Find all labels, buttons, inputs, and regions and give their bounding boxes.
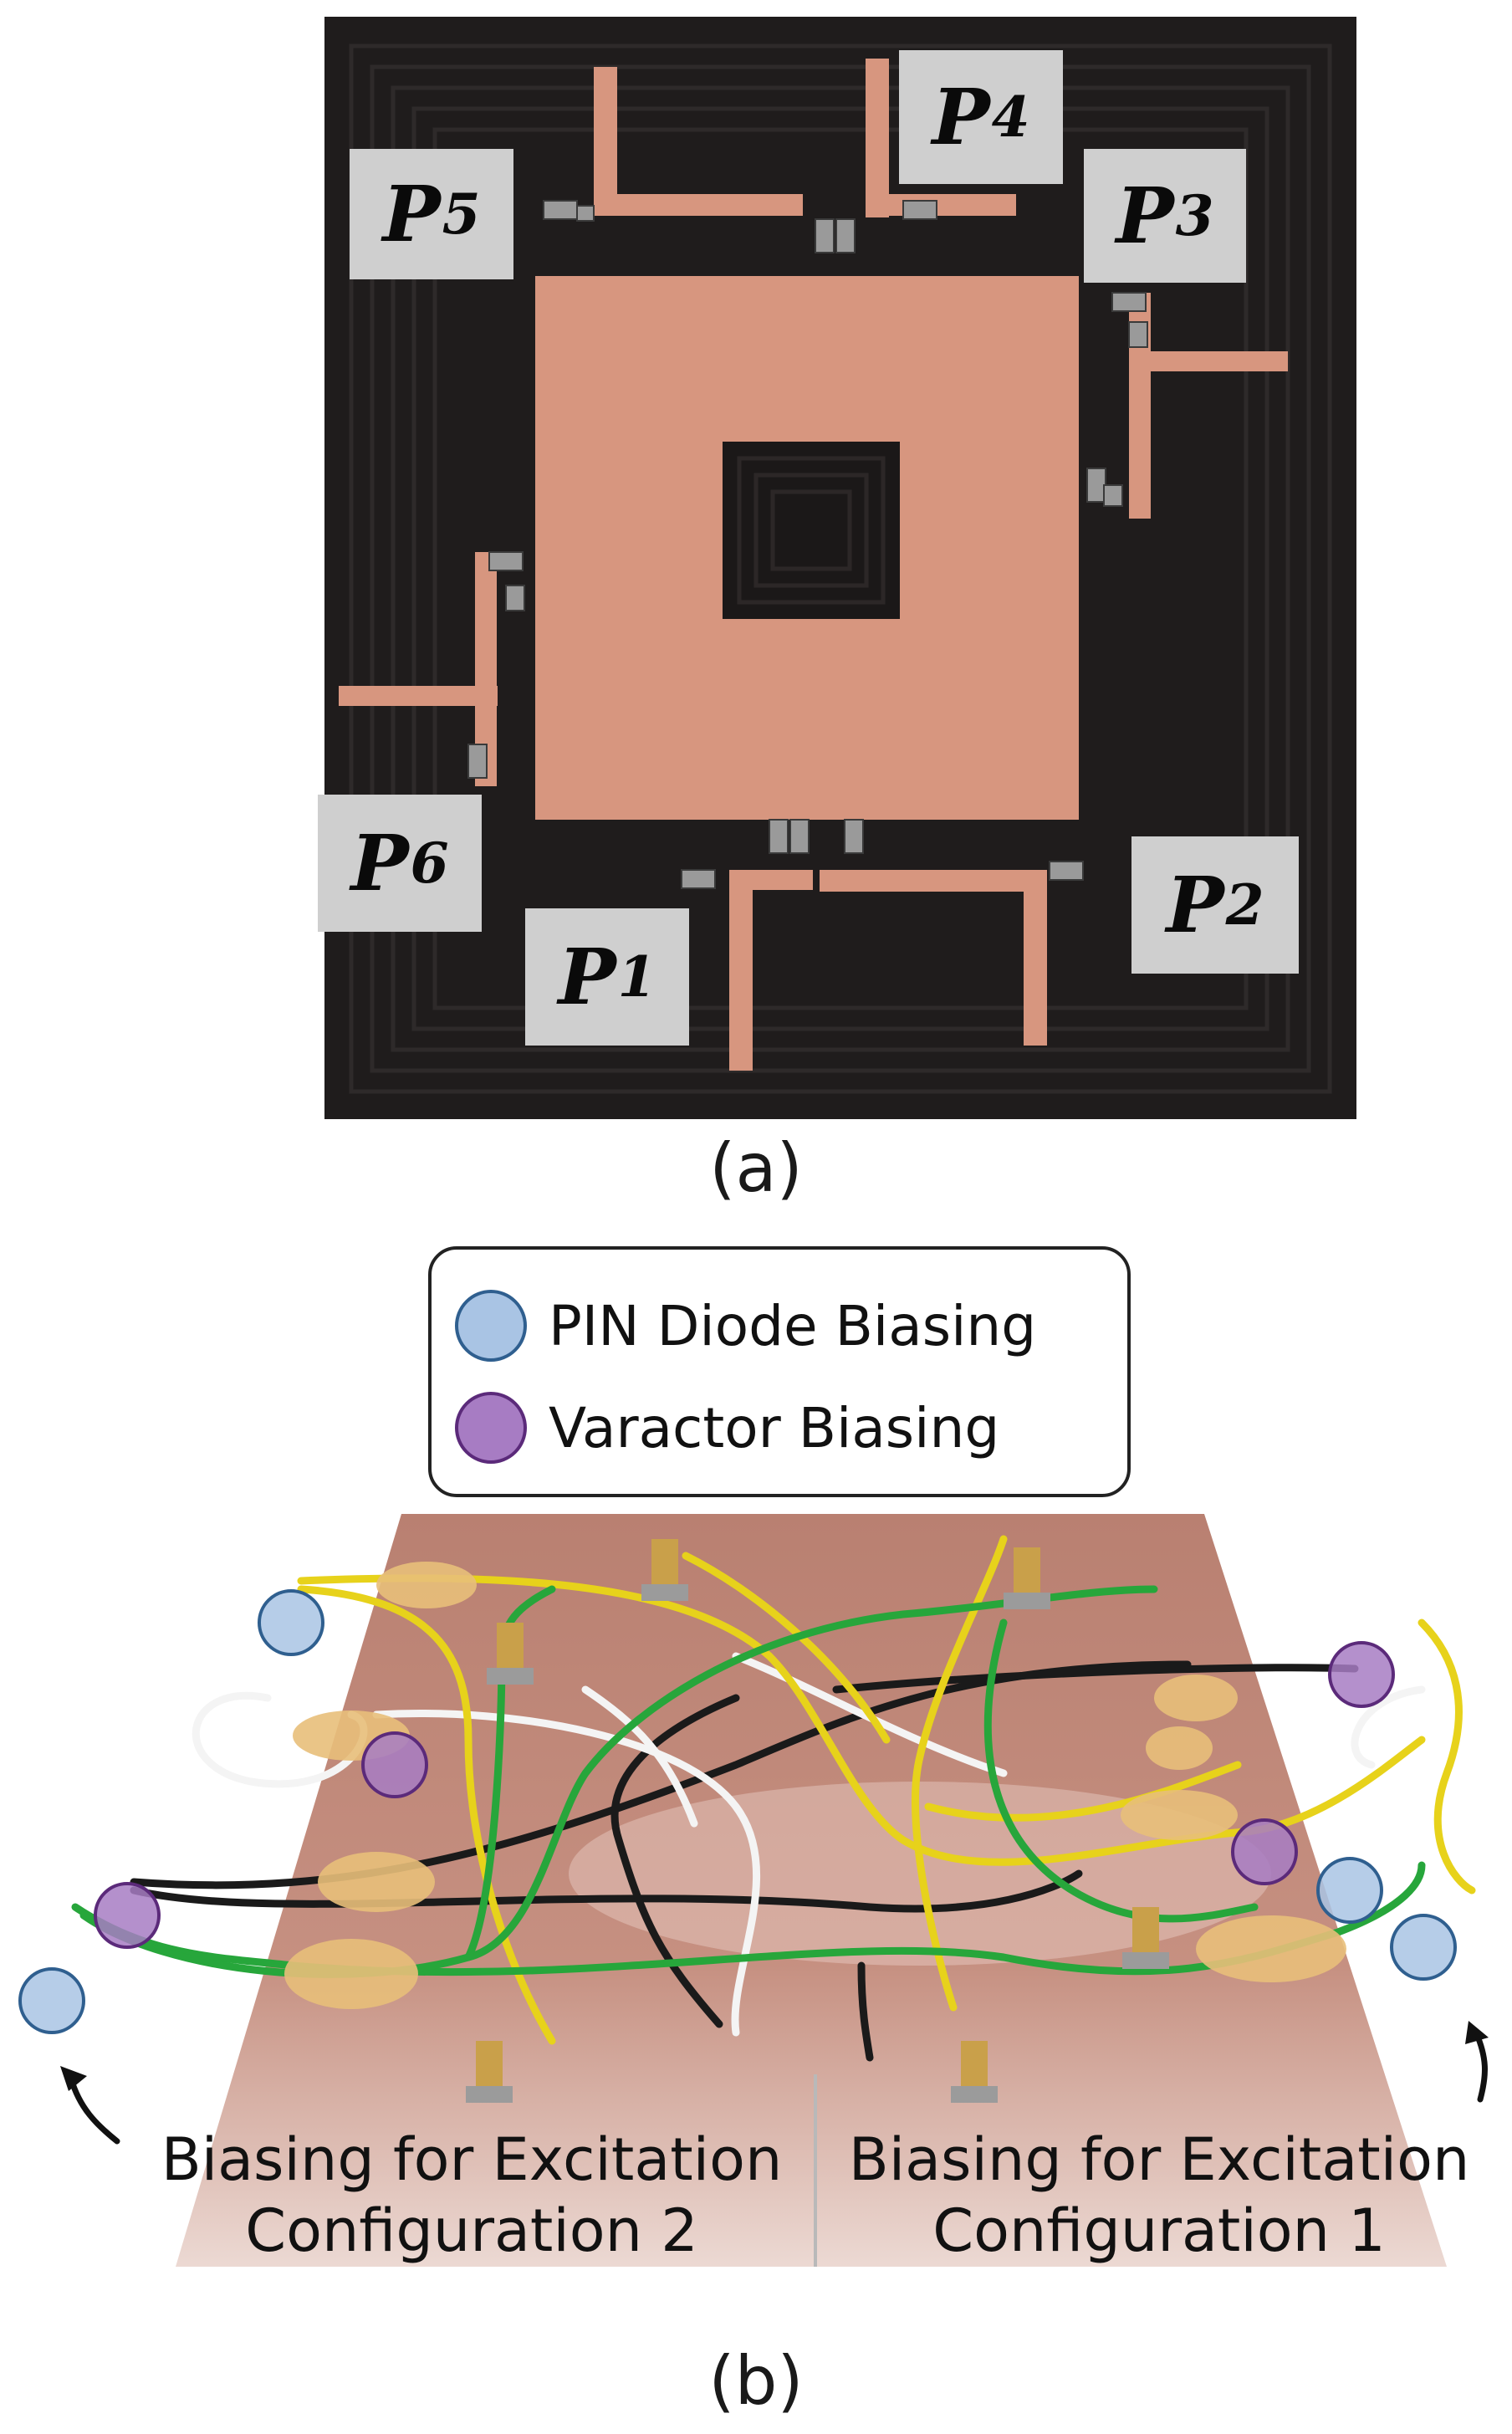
varactor-swatch-icon	[455, 1392, 527, 1464]
annotation-line: Configuration 1	[932, 2196, 1386, 2266]
pin-diode-marker	[1390, 1914, 1457, 1981]
annotation-config-2: Biasing for Excitation Configuration 2	[137, 2125, 806, 2268]
legend-label: Varactor Biasing	[549, 1395, 1000, 1460]
black-wires	[130, 1660, 1359, 2062]
varactor-marker	[1231, 1818, 1298, 1885]
caption-a: (a)	[709, 1129, 803, 1207]
annotation-config-1: Biasing for Excitation Configuration 1	[825, 2125, 1494, 2268]
port-letter: P	[558, 932, 616, 1022]
pin-diode-marker	[258, 1589, 324, 1656]
varactor-marker	[94, 1882, 161, 1949]
caption-b: (b)	[708, 2342, 804, 2420]
varactor-marker	[361, 1731, 428, 1798]
legend-item-varactor: Varactor Biasing	[455, 1392, 999, 1464]
pin-diode-marker	[18, 1967, 85, 2034]
pcb-back-image	[18, 1514, 1489, 2267]
arrow-head-left	[60, 2066, 87, 2091]
center-slot	[723, 442, 900, 619]
port-letter: P	[350, 818, 409, 908]
feed-lines	[339, 59, 1288, 1071]
legend-item-pin-diode: PIN Diode Biasing	[455, 1290, 1036, 1362]
annotation-line: Biasing for Excitation	[848, 2125, 1470, 2194]
varactor-marker	[1328, 1641, 1395, 1708]
annotation-line: Biasing for Excitation	[161, 2125, 783, 2194]
panel-b-photo: Biasing for Excitation Configuration 2 B…	[0, 1489, 1512, 2350]
port-subscript: 5	[442, 182, 481, 247]
port-subscript: 1	[617, 944, 656, 1010]
edge-traces	[349, 43, 1332, 1094]
biasing-markers	[18, 1589, 1457, 2034]
sma-connectors	[466, 1539, 1169, 2103]
legend-label: PIN Diode Biasing	[549, 1293, 1037, 1358]
annotation-line: Configuration 2	[245, 2196, 698, 2266]
glue-blobs	[284, 1562, 1346, 2009]
pin-diode-swatch-icon	[455, 1290, 527, 1362]
port-letter: P	[382, 169, 441, 259]
port-subscript: 4	[991, 84, 1030, 150]
port-letter: P	[1166, 860, 1224, 950]
smd-components	[467, 200, 1148, 889]
port-subscript: 2	[1225, 872, 1264, 938]
port-letter: P	[932, 72, 990, 162]
pin-diode-marker	[1316, 1857, 1383, 1924]
legend: PIN Diode Biasing Varactor Biasing	[428, 1246, 1131, 1497]
port-subscript: 6	[410, 831, 449, 896]
arrow-head-right	[1465, 2021, 1489, 2044]
port-letter: P	[1116, 171, 1174, 261]
port-subscript: 3	[1175, 183, 1214, 248]
